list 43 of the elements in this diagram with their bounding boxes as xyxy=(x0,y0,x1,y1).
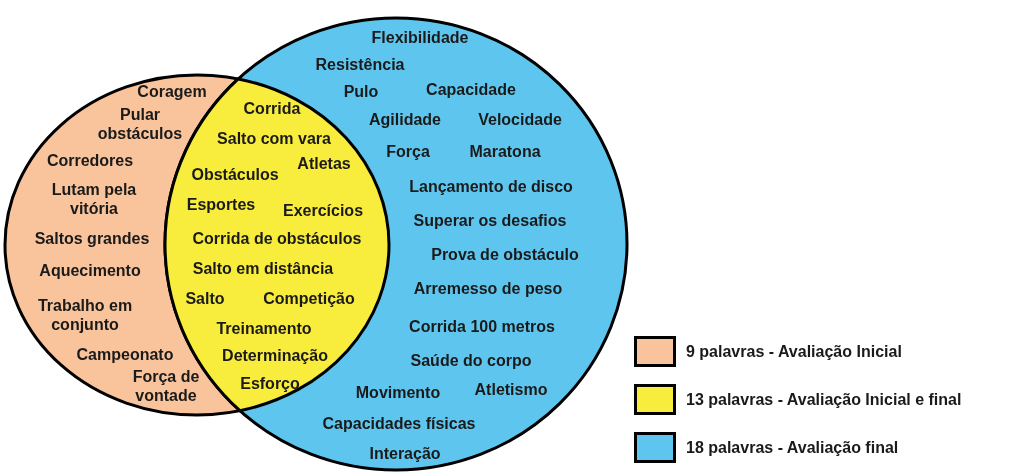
venn-item: Lutam pela vitória xyxy=(50,180,138,218)
venn-item: Saltos grandes xyxy=(34,228,150,248)
venn-item: Lançamento de disco xyxy=(409,176,573,196)
venn-item: Corredores xyxy=(46,150,134,170)
venn-item: Coragem xyxy=(137,81,207,101)
venn-item: Corrida xyxy=(243,98,301,118)
venn-item: Força de vontade xyxy=(131,367,201,405)
venn-item: Obstáculos xyxy=(191,164,279,184)
venn-item: Salto com vara xyxy=(217,128,331,148)
venn-item: Superar os desafios xyxy=(413,210,567,230)
venn-item: Pulo xyxy=(343,81,379,101)
venn-item: Capacidades físicas xyxy=(322,413,476,433)
venn-item: Esforço xyxy=(240,373,300,393)
venn-item: Exercícios xyxy=(282,200,364,220)
venn-item: Capacidade xyxy=(426,79,516,99)
venn-item: Salto em distância xyxy=(192,258,334,278)
venn-item: Corrida de obstáculos xyxy=(192,228,362,248)
venn-item: Competição xyxy=(263,288,355,308)
venn-item: Saúde do corpo xyxy=(410,350,532,370)
venn-item: Salto xyxy=(185,288,225,308)
legend-label: 18 palavras - Avaliação final xyxy=(686,437,899,458)
venn-item: Atletismo xyxy=(474,379,548,399)
venn-item: Resistência xyxy=(315,54,405,74)
venn-item: Prova de obstáculo xyxy=(431,244,579,264)
venn-item: Flexibilidade xyxy=(371,27,469,47)
venn-item: Aquecimento xyxy=(39,260,141,280)
venn-item: Treinamento xyxy=(216,318,312,338)
venn-item: Agilidade xyxy=(369,109,441,129)
venn-item: Campeonato xyxy=(76,344,174,364)
venn-item: Movimento xyxy=(355,382,441,402)
venn-item: Pular obstáculos xyxy=(96,105,184,143)
venn-item: Força xyxy=(386,141,430,161)
legend-label: 9 palavras - Avaliação Inicial xyxy=(686,341,902,362)
venn-item: Determinação xyxy=(222,345,328,365)
venn-item: Trabalho em conjunto xyxy=(36,296,134,334)
legend-label: 13 palavras - Avaliação Inicial e final xyxy=(686,389,962,410)
venn-item: Maratona xyxy=(469,141,541,161)
venn-item: Corrida 100 metros xyxy=(409,316,555,336)
venn-item: Atletas xyxy=(297,153,351,173)
venn-item: Arremesso de peso xyxy=(413,278,563,298)
venn-item: Velocidade xyxy=(478,109,562,129)
venn-item: Interação xyxy=(369,443,441,463)
venn-item: Esportes xyxy=(186,194,256,214)
